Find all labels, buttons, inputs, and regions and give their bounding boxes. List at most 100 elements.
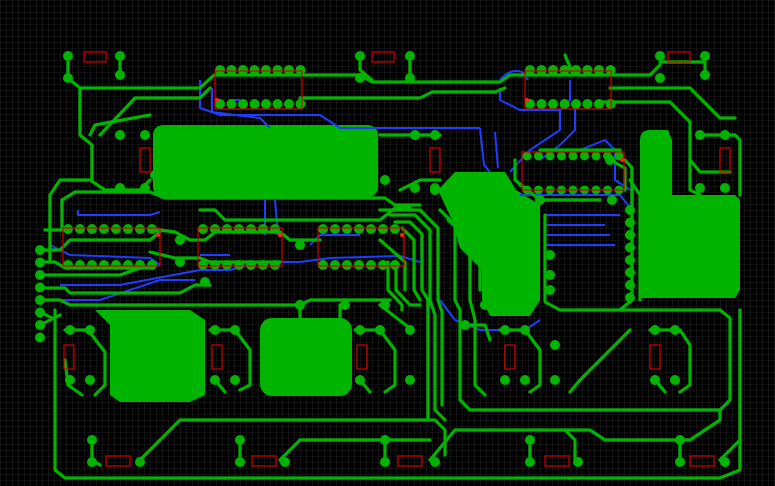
pad[interactable] [625,217,635,228]
pad[interactable] [115,130,125,140]
pad[interactable] [111,224,121,234]
pad[interactable] [115,51,125,61]
pad[interactable] [115,183,125,193]
pad[interactable] [625,292,635,303]
pad[interactable] [522,151,532,161]
pad[interactable] [535,195,545,205]
pad[interactable] [342,224,352,234]
pad[interactable] [226,65,237,75]
pad[interactable] [655,73,665,83]
pad[interactable] [175,235,185,245]
pad[interactable] [140,183,150,193]
pad[interactable] [272,65,283,75]
pad[interactable] [280,457,290,467]
pad[interactable] [340,300,350,310]
pad[interactable] [330,224,340,234]
pad[interactable] [550,340,560,350]
pad[interactable] [198,260,208,270]
pad[interactable] [605,155,615,165]
pad[interactable] [238,65,248,75]
pad[interactable] [63,260,73,270]
pad[interactable] [559,65,570,75]
pad[interactable] [536,99,547,109]
pad[interactable] [594,99,604,109]
pad[interactable] [366,260,376,270]
pad[interactable] [700,51,710,61]
pad[interactable] [525,65,535,75]
pad[interactable] [695,130,705,140]
pad[interactable] [115,70,125,80]
pad[interactable] [249,99,260,109]
pad[interactable] [378,260,388,270]
pad[interactable] [35,295,45,305]
pad[interactable] [165,170,175,180]
pad[interactable] [295,65,306,75]
pad[interactable] [695,183,705,193]
pad[interactable] [430,457,440,467]
pad[interactable] [625,230,635,240]
pad[interactable] [235,435,245,445]
pad[interactable] [75,260,85,270]
pad[interactable] [295,99,306,109]
pad[interactable] [35,307,45,318]
pad[interactable] [123,224,133,234]
pad[interactable] [559,99,570,109]
pad[interactable] [405,51,415,61]
pad[interactable] [380,175,390,185]
pad[interactable] [520,375,530,385]
pad[interactable] [249,65,260,75]
pad[interactable] [295,240,305,250]
pad[interactable] [480,300,490,310]
pad[interactable] [65,375,75,385]
pad[interactable] [230,325,240,335]
pad[interactable] [123,260,133,270]
pad[interactable] [430,130,440,140]
pad[interactable] [607,195,617,205]
pad[interactable] [700,70,710,80]
pad[interactable] [405,325,415,335]
pad[interactable] [85,325,95,335]
pad[interactable] [210,224,220,234]
pad[interactable] [234,224,244,234]
pad[interactable] [35,270,45,280]
pad[interactable] [594,65,604,75]
pad[interactable] [35,332,45,343]
pad[interactable] [87,224,97,234]
pad[interactable] [405,73,415,83]
pad[interactable] [720,183,730,193]
pad[interactable] [500,325,510,335]
pad[interactable] [63,51,73,61]
pad[interactable] [625,255,635,265]
pad[interactable] [135,224,145,234]
pad[interactable] [85,375,95,385]
pad[interactable] [380,300,390,310]
pad[interactable] [650,325,660,335]
pad[interactable] [375,325,385,335]
pad[interactable] [175,257,185,267]
pad[interactable] [430,185,440,195]
pad[interactable] [270,260,280,270]
pad[interactable] [330,260,340,270]
pad[interactable] [210,375,220,385]
pad[interactable] [200,277,210,287]
pad[interactable] [534,151,543,161]
pad[interactable] [230,375,240,385]
pad[interactable] [355,51,365,61]
pad[interactable] [355,375,365,385]
pad[interactable] [75,224,85,234]
pad[interactable] [35,282,45,293]
pad[interactable] [625,267,635,278]
pad[interactable] [655,51,665,61]
pad[interactable] [238,99,248,109]
pad[interactable] [410,183,420,193]
pad[interactable] [272,99,283,109]
pad[interactable] [380,457,390,467]
pad[interactable] [525,435,535,445]
pad[interactable] [87,457,97,467]
pad[interactable] [354,224,364,234]
pad[interactable] [545,151,555,161]
pad[interactable] [550,375,560,385]
pad[interactable] [63,224,73,234]
pad[interactable] [140,130,150,140]
